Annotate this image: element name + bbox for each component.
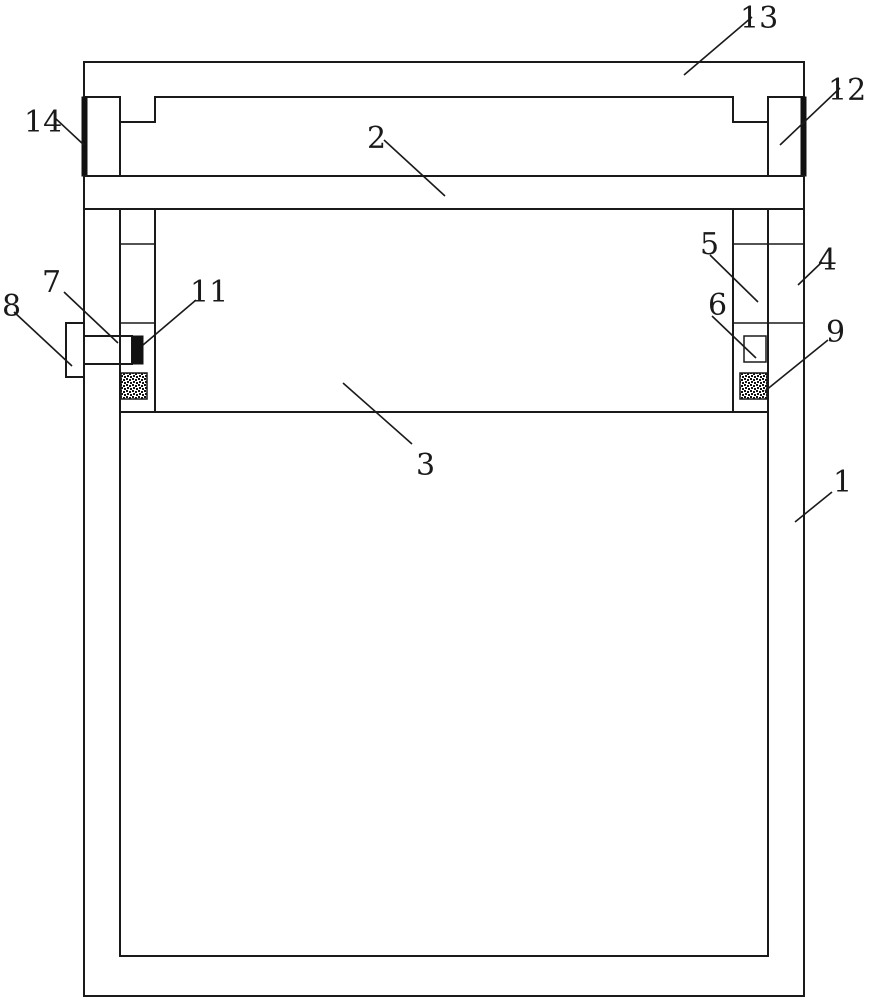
- magnet-block: [131, 335, 144, 365]
- leader-4: [797, 261, 823, 286]
- right-stop-block: [743, 335, 767, 363]
- label-1: 1: [833, 465, 852, 500]
- left-elastic-block: [120, 372, 148, 400]
- label-5: 5: [700, 227, 719, 262]
- leader-12: [779, 87, 841, 146]
- label-4: 4: [818, 243, 837, 278]
- right-guide-rail: [732, 208, 769, 413]
- leader-6: [711, 315, 757, 359]
- label-2: 2: [367, 121, 386, 156]
- lid-top-profile: [119, 96, 769, 176]
- leader-3: [342, 382, 413, 445]
- sliding-plate: [154, 208, 734, 413]
- label-6: 6: [708, 288, 727, 323]
- leader-8: [13, 311, 73, 367]
- label-14: 14: [24, 105, 62, 140]
- label-3: 3: [416, 448, 435, 483]
- leader-9: [764, 339, 829, 392]
- lock-bolt: [83, 335, 133, 365]
- leader-5: [709, 254, 759, 303]
- inner-cavity: [119, 411, 769, 957]
- outer-housing: [83, 61, 805, 997]
- bolt-knob: [65, 322, 85, 378]
- leader-2: [383, 139, 446, 197]
- label-12: 12: [828, 73, 866, 108]
- cross-beam: [83, 175, 805, 210]
- label-13: 13: [740, 1, 778, 36]
- label-7: 7: [42, 265, 61, 300]
- right-elastic-block: [739, 372, 768, 400]
- leader-7: [63, 291, 119, 344]
- leader-13: [683, 16, 753, 76]
- leader-11: [142, 299, 197, 346]
- left-post: [83, 96, 121, 177]
- left-seal-strip: [81, 96, 88, 177]
- right-seal-strip: [800, 96, 807, 177]
- right-post: [767, 96, 805, 177]
- leader-1: [794, 491, 833, 523]
- left-guide-rail: [119, 208, 156, 413]
- leader-14: [54, 117, 85, 146]
- label-8: 8: [2, 289, 21, 324]
- label-11: 11: [190, 275, 228, 310]
- label-9: 9: [826, 315, 845, 350]
